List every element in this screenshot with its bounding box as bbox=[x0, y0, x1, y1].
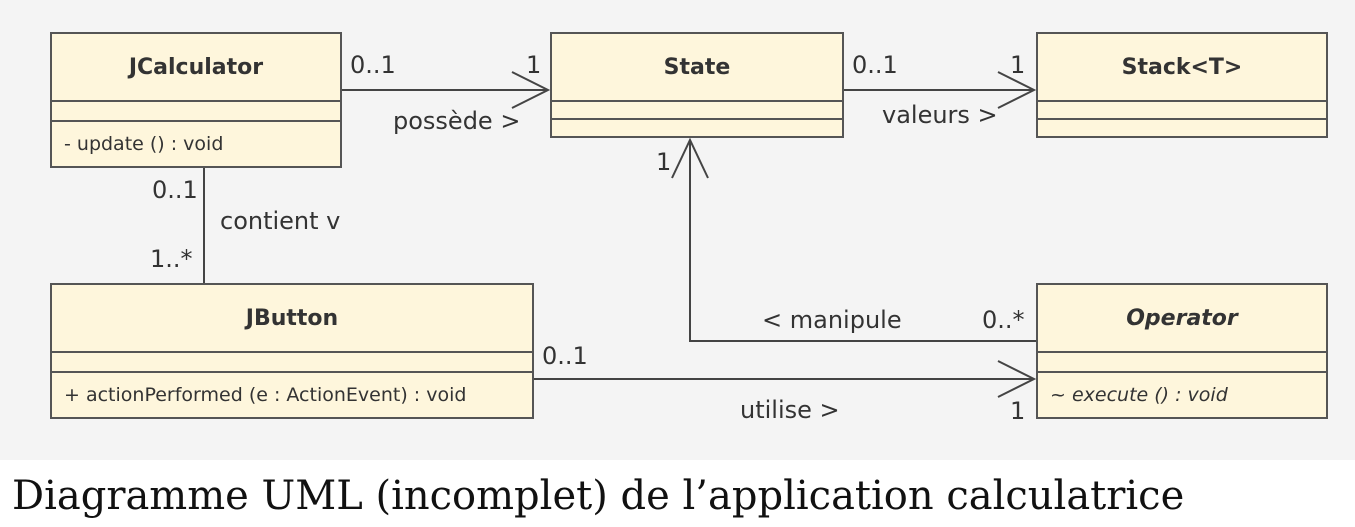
mult-contient-target: 1..* bbox=[150, 245, 193, 273]
arrowhead-utilise bbox=[997, 360, 1037, 398]
arrowhead-possede bbox=[511, 71, 551, 109]
label-valeurs: valeurs > bbox=[882, 101, 998, 129]
class-operator: Operator ~ execute () : void bbox=[1036, 283, 1328, 419]
figure-caption: Diagramme UML (incomplet) de l’applicati… bbox=[12, 473, 1185, 519]
class-attributes bbox=[52, 353, 532, 373]
class-attributes bbox=[552, 102, 842, 120]
class-state: State bbox=[550, 32, 844, 138]
mult-contient-source: 0..1 bbox=[152, 176, 198, 204]
association-lines bbox=[203, 71, 1037, 398]
mult-possede-target: 1 bbox=[526, 51, 542, 79]
class-operation: ~ execute () : void bbox=[1050, 384, 1228, 406]
class-operation: + actionPerformed (e : ActionEvent) : vo… bbox=[64, 384, 467, 406]
class-stack: Stack<T> bbox=[1036, 32, 1328, 138]
arrowhead-manipule bbox=[671, 137, 709, 179]
class-name: JCalculator bbox=[52, 34, 340, 102]
label-utilise: utilise > bbox=[740, 396, 840, 424]
mult-utilise-target: 1 bbox=[1010, 397, 1026, 425]
class-attributes bbox=[1038, 353, 1326, 373]
mult-utilise-source: 0..1 bbox=[542, 342, 588, 370]
class-name: Stack<T> bbox=[1038, 34, 1326, 102]
mult-manipule-source: 0..* bbox=[982, 306, 1025, 334]
label-contient: contient v bbox=[220, 207, 341, 235]
class-jbutton: JButton + actionPerformed (e : ActionEve… bbox=[50, 283, 534, 419]
class-operation: - update () : void bbox=[64, 133, 224, 155]
class-attributes bbox=[52, 102, 340, 122]
mult-possede-source: 0..1 bbox=[350, 51, 396, 79]
class-attributes bbox=[1038, 102, 1326, 120]
class-name: State bbox=[552, 34, 842, 102]
mult-manipule-target: 1 bbox=[656, 148, 672, 176]
association-line-manipule bbox=[689, 140, 1036, 342]
mult-valeurs-target: 1 bbox=[1010, 51, 1026, 79]
arrowhead-valeurs bbox=[997, 71, 1037, 109]
class-name: JButton bbox=[52, 285, 532, 353]
label-possede: possède > bbox=[393, 107, 521, 135]
label-manipule: < manipule bbox=[762, 306, 902, 334]
class-jcalculator: JCalculator - update () : void bbox=[50, 32, 342, 168]
mult-valeurs-source: 0..1 bbox=[852, 51, 898, 79]
class-name: Operator bbox=[1038, 285, 1326, 353]
